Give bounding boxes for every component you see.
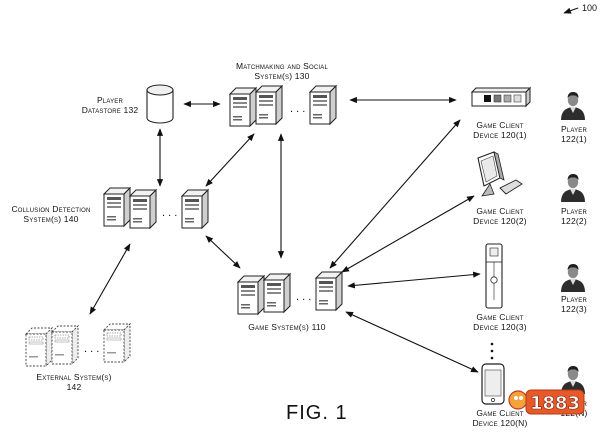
server-tower-icon — [103, 187, 131, 227]
server-tower-icon — [237, 275, 265, 315]
player-person-icon — [561, 92, 585, 120]
collusion-servers: . . . — [103, 187, 209, 229]
client-1-label: Game Client Device 120(1) — [473, 120, 527, 140]
server-tower-icon — [181, 189, 209, 229]
link-gamesystem-client3 — [347, 271, 481, 289]
link-gamesystem-client1 — [329, 119, 461, 269]
link-gamesystem-client2 — [341, 195, 475, 273]
game-console-icon — [470, 86, 532, 108]
server-tower-icon — [51, 325, 79, 365]
smartphone-icon — [481, 363, 505, 405]
game-system-label: Game System(s) 110 — [248, 322, 326, 332]
collusion-label: Collusion Detection System(s) 140 — [11, 204, 91, 224]
figure-ref: 100 — [582, 3, 598, 13]
player-2-label: Player 122(2) — [560, 206, 588, 226]
external-label: External System(s) 142 — [36, 372, 112, 392]
svg-text:. . .: . . . — [296, 291, 311, 303]
server-tower-icon — [263, 273, 291, 313]
client-3-label: Game Client Device 120(3) — [473, 312, 527, 332]
game-system-servers: . . . — [237, 271, 343, 315]
ref-100-arrow — [563, 7, 579, 14]
link-gamesystem-clientN — [345, 311, 479, 373]
client-2-label: Game Client Device 120(2) — [473, 206, 527, 226]
player-datastore-label: Player Datastore 132 — [81, 95, 139, 115]
server-tower-icon — [255, 85, 283, 125]
server-tower-icon — [103, 323, 131, 363]
desktop-computer-icon — [477, 151, 523, 197]
player-person-icon — [561, 174, 585, 202]
player-person-icon — [561, 264, 585, 292]
remote-controller-icon — [485, 243, 503, 309]
link-collusion-matchmaking — [205, 133, 255, 187]
svg-text:. . .: . . . — [84, 343, 99, 355]
svg-text:. . .: . . . — [162, 207, 177, 219]
server-tower-icon — [309, 85, 337, 125]
link-collusion-external — [89, 243, 131, 315]
external-servers: . . . — [25, 323, 131, 367]
matchmaking-label: Matchmaking and Social System(s) 130 — [235, 61, 329, 81]
server-tower-icon — [25, 327, 53, 367]
watermark-logo: 1883 — [508, 389, 585, 415]
server-tower-icon — [229, 87, 257, 127]
connections — [89, 7, 579, 373]
server-tower-icon — [315, 271, 343, 311]
server-tower-icon — [129, 189, 157, 229]
svg-text:1883: 1883 — [530, 393, 580, 414]
link-collusion-gamesystem — [205, 235, 241, 269]
figure-caption: FIG. 1 — [286, 402, 348, 424]
more-clients-ellipsis — [490, 342, 494, 360]
player-3-label: Player 122(3) — [560, 294, 588, 314]
matchmaking-servers: . . . — [229, 85, 337, 127]
player-1-label: Player 122(1) — [560, 124, 588, 144]
client-n-label: Game Client Device 120(N) — [472, 408, 528, 428]
svg-text:. . .: . . . — [290, 103, 305, 115]
database-cylinder-icon — [146, 84, 174, 124]
